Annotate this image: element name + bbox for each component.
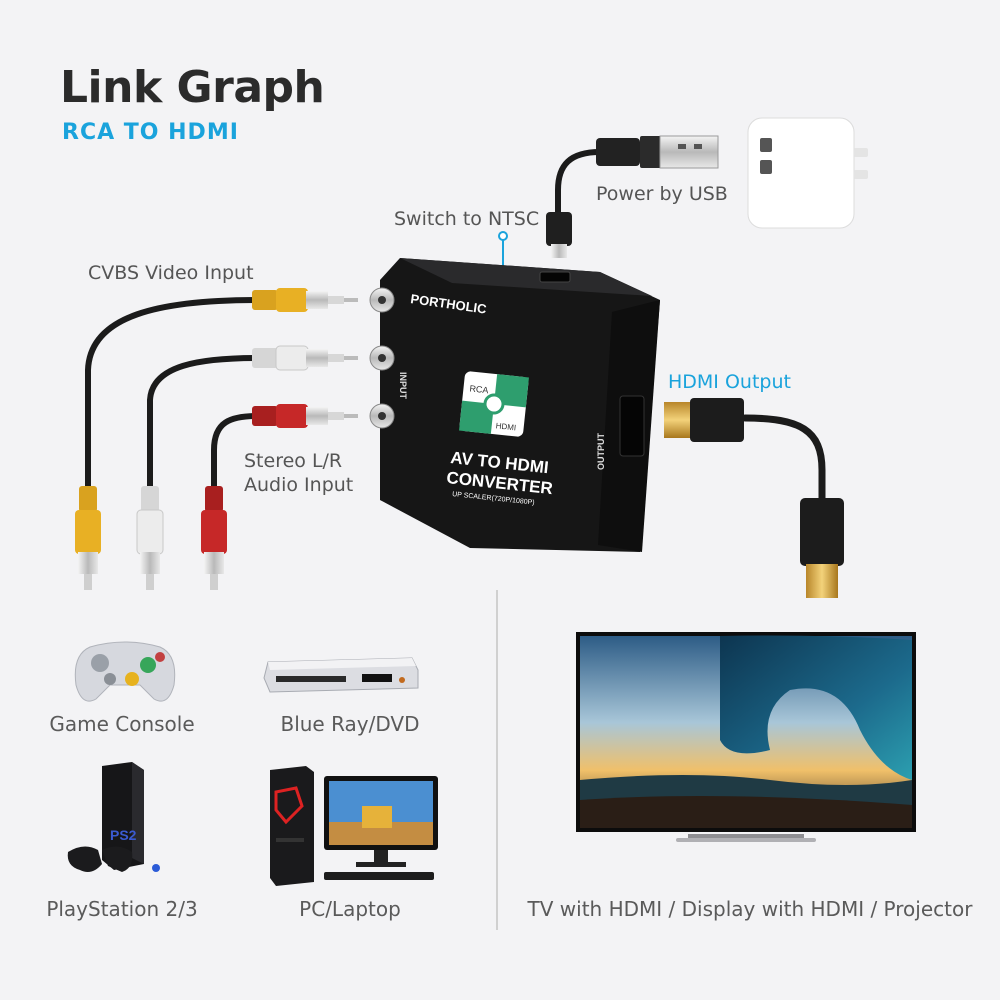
rca-cables bbox=[85, 297, 261, 493]
power-usb-label: Power by USB bbox=[596, 183, 728, 205]
usb-power-cable bbox=[546, 135, 719, 258]
stereo-audio-label-line2: Audio Input bbox=[244, 474, 354, 496]
rca-plug-yellow-input bbox=[252, 288, 358, 312]
logo-rca-text: RCA bbox=[469, 383, 489, 395]
playstation-icon: PS2 bbox=[67, 762, 160, 872]
rca-plug-yellow-source bbox=[75, 486, 101, 590]
page-subtitle: RCA TO HDMI bbox=[62, 120, 239, 145]
source-label-blue-ray-dvd: Blue Ray/DVD bbox=[280, 712, 420, 736]
game-controller-icon bbox=[74, 641, 176, 702]
dvd-player-icon bbox=[263, 657, 419, 693]
rca-plug-red-source bbox=[201, 486, 227, 590]
usb-wall-adapter bbox=[747, 117, 868, 229]
rca-plug-red-input bbox=[252, 404, 358, 428]
converter-output-label: OUTPUT bbox=[596, 433, 606, 471]
display-label: TV with HDMI / Display with HDMI / Proje… bbox=[527, 897, 973, 921]
rca-plug-white-input bbox=[252, 345, 358, 371]
converter-box: PORTHOLIC INPUT OUTPUT RCA HDMI AV TO HD… bbox=[369, 258, 660, 552]
switch-ntsc-label: Switch to NTSC bbox=[394, 208, 540, 230]
svg-text:PS2: PS2 bbox=[110, 827, 137, 843]
source-label-playstation: PlayStation 2/3 bbox=[46, 897, 198, 921]
converter-input-label: INPUT bbox=[398, 372, 408, 400]
hdmi-output-cable bbox=[664, 398, 844, 598]
lower-divider bbox=[496, 590, 498, 930]
stereo-audio-label-line1: Stereo L/R bbox=[244, 450, 343, 472]
source-label-game-console: Game Console bbox=[49, 712, 195, 736]
hdmi-output-label: HDMI Output bbox=[668, 371, 791, 393]
source-label-pc-laptop: PC/Laptop bbox=[299, 897, 401, 921]
page-title: Link Graph bbox=[60, 62, 325, 113]
pc-icon bbox=[270, 766, 438, 886]
cvbs-video-input-label: CVBS Video Input bbox=[88, 262, 254, 284]
rca-hdmi-logo: RCA HDMI bbox=[459, 371, 529, 437]
connection-diagram: PORTHOLIC INPUT OUTPUT RCA HDMI AV TO HD… bbox=[75, 117, 868, 620]
rca-plug-white-source bbox=[136, 486, 164, 590]
ntsc-pointer bbox=[498, 231, 508, 272]
tv-display-icon bbox=[576, 632, 916, 842]
logo-hdmi-text: HDMI bbox=[495, 421, 516, 432]
